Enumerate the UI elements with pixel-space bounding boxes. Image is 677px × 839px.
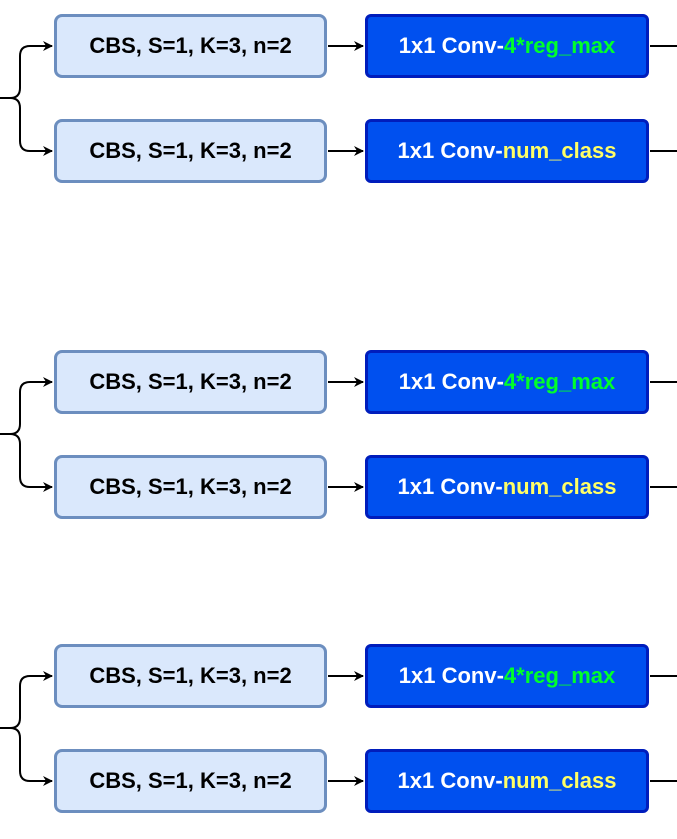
head-2-cls-cbs-block: CBS, S=1, K=3, n=2 — [54, 455, 327, 519]
head-3-split-to-cls-connector — [0, 727, 53, 786]
head-1-cls-conv-prefix: 1x1 Conv- — [397, 138, 503, 163]
head-3-connectors — [0, 671, 677, 786]
head-3-cls-conv-param: num_class — [502, 768, 617, 793]
head-1-reg-cbs-label: CBS, S=1, K=3, n=2 — [89, 33, 292, 58]
head-1-cls-conv-block: 1x1 Conv-num_class — [365, 119, 649, 183]
head-3-split-to-reg-connector — [0, 671, 53, 729]
head-1-reg-conv-prefix: 1x1 Conv- — [398, 33, 504, 58]
head-3-cls-cbs-block: CBS, S=1, K=3, n=2 — [54, 749, 327, 813]
head-1-split-to-reg-connector — [0, 41, 53, 99]
head-1-reg-conv-param: 4*reg_max — [503, 33, 616, 58]
head-1-split-to-cls-connector — [0, 97, 53, 156]
head-2-reg-cbs-label: CBS, S=1, K=3, n=2 — [89, 369, 292, 394]
head-1-cls-cbs-label: CBS, S=1, K=3, n=2 — [89, 138, 292, 163]
head-2-connectors — [0, 377, 677, 492]
head-3-reg-conv-prefix: 1x1 Conv- — [398, 663, 504, 688]
head-1-connectors — [0, 41, 677, 156]
head-3-cls-conv-prefix: 1x1 Conv- — [397, 768, 503, 793]
head-2-reg-conv-param: 4*reg_max — [503, 369, 616, 394]
head-1-cls-conv-param: num_class — [502, 138, 617, 163]
head-1-reg-cbs-block: CBS, S=1, K=3, n=2 — [54, 14, 327, 78]
head-3-cls-cbs-label: CBS, S=1, K=3, n=2 — [89, 768, 292, 793]
head-3-reg-cbs-block: CBS, S=1, K=3, n=2 — [54, 644, 327, 708]
head-3-cls-conv-block: 1x1 Conv-num_class — [365, 749, 649, 813]
head-2-reg-cbs-block: CBS, S=1, K=3, n=2 — [54, 350, 327, 414]
head-2-split-to-cls-connector — [0, 433, 53, 492]
head-2-reg-conv-prefix: 1x1 Conv- — [398, 369, 504, 394]
head-1-cls-cbs-block: CBS, S=1, K=3, n=2 — [54, 119, 327, 183]
head-2-cls-conv-param: num_class — [502, 474, 617, 499]
head-2-cls-conv-prefix: 1x1 Conv- — [397, 474, 503, 499]
head-3-reg-conv-block: 1x1 Conv-4*reg_max — [365, 644, 649, 708]
head-1-reg-conv-block: 1x1 Conv-4*reg_max — [365, 14, 649, 78]
head-2-reg-conv-block: 1x1 Conv-4*reg_max — [365, 350, 649, 414]
head-3-reg-cbs-label: CBS, S=1, K=3, n=2 — [89, 663, 292, 688]
head-2-cls-conv-block: 1x1 Conv-num_class — [365, 455, 649, 519]
head-2-cls-cbs-label: CBS, S=1, K=3, n=2 — [89, 474, 292, 499]
head-2-split-to-reg-connector — [0, 377, 53, 435]
head-3-reg-conv-param: 4*reg_max — [503, 663, 616, 688]
